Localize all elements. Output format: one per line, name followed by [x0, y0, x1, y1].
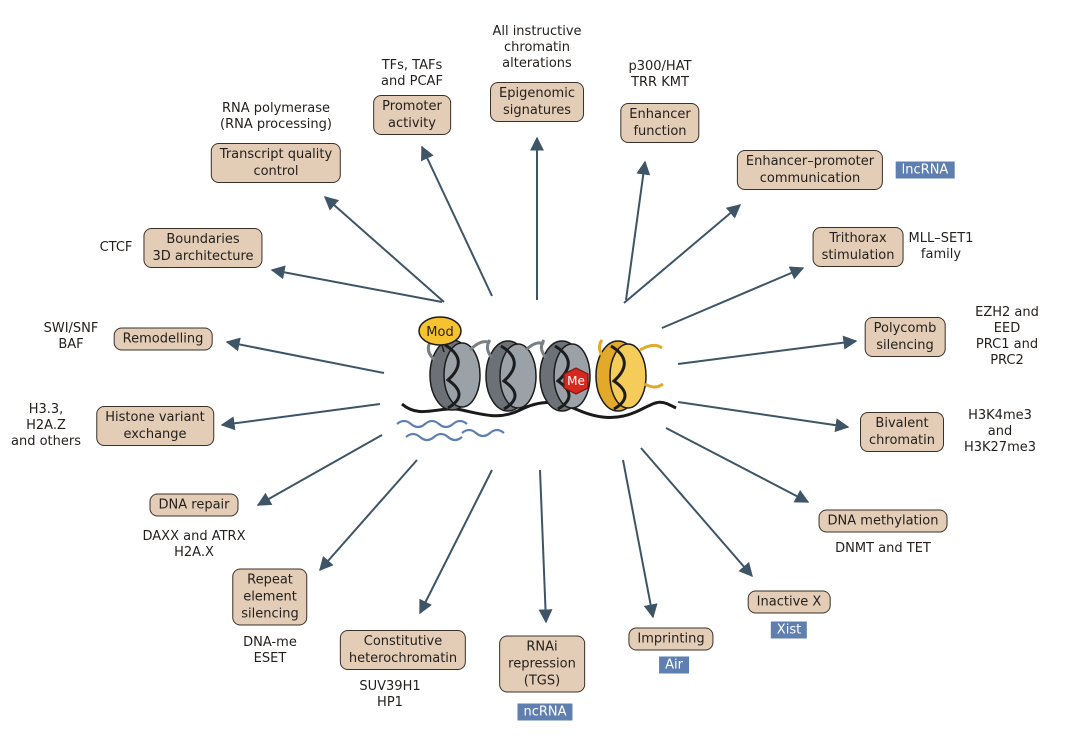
arrow-12	[256, 434, 383, 506]
nucleosome-1	[426, 339, 489, 411]
rna-tag: lncRNA	[895, 161, 955, 179]
function-box: Enhancer function	[620, 103, 700, 143]
protein-note: EZH2 and EED PRC1 and PRC2	[975, 305, 1039, 368]
arrow-5	[677, 401, 850, 433]
protein-note: All instructive chromatin alterations	[492, 24, 582, 71]
arrow-1	[625, 160, 651, 301]
function-box: Imprinting	[628, 627, 714, 651]
protein-note: DNA-me ESET	[243, 635, 297, 666]
rna-tag: Xist	[770, 621, 808, 639]
protein-note: CTCF	[99, 240, 133, 255]
protein-note: MLL–SET1 family	[908, 231, 974, 262]
protein-note: DAXX and ATRX H2A.X	[142, 529, 246, 560]
arrow-14	[225, 337, 385, 374]
mod-text: Mod	[426, 325, 453, 340]
arrow-8	[622, 459, 658, 619]
arrow-4	[677, 335, 858, 365]
function-box: Enhancer–promoter communication	[736, 150, 884, 190]
arrow-11	[319, 459, 418, 572]
function-box: Inactive X	[747, 590, 831, 614]
function-box: RNAi repression (TGS)	[499, 635, 585, 693]
arrow-3	[661, 266, 805, 329]
function-box: Trithorax stimulation	[812, 227, 904, 267]
function-box: Polycomb silencing	[864, 317, 946, 357]
function-box: DNA repair	[149, 493, 239, 517]
arrow-6	[665, 427, 810, 503]
protein-note: H3.3, H2A.Z and others	[11, 402, 81, 449]
arrow-10	[419, 469, 493, 615]
arrow-15	[270, 265, 443, 303]
protein-note: RNA polymerase (RNA processing)	[220, 101, 332, 132]
arrow-2	[623, 204, 742, 304]
protein-note: TFs, TAFs and PCAF	[381, 58, 443, 89]
function-box: Remodelling	[113, 327, 213, 351]
rna-tag: ncRNA	[517, 703, 573, 721]
function-box: Transcript quality control	[210, 143, 342, 183]
nucleosome-4	[595, 339, 664, 412]
protein-note: SWI/SNF BAF	[43, 321, 99, 352]
protein-note: p300/HAT TRR KMT	[628, 59, 692, 90]
rna-tag: Air	[659, 656, 689, 674]
protein-note: DNMT and TET	[835, 541, 931, 556]
arrow-13	[220, 403, 381, 431]
arrow-17	[421, 145, 493, 297]
mod-label: Mod	[418, 316, 462, 353]
function-box: Repeat element silencing	[232, 568, 308, 626]
function-box: Histone variant exchange	[96, 406, 214, 446]
function-box: DNA methylation	[818, 509, 948, 533]
function-box: Bivalent chromatin	[860, 412, 944, 452]
arrow-7	[640, 447, 753, 578]
protein-note: H3K4me3 and H3K27me3	[963, 408, 1037, 455]
function-box: Boundaries 3D architecture	[143, 228, 263, 268]
rna-transcripts	[396, 419, 505, 442]
function-box: Promoter activity	[373, 95, 451, 135]
methyl-label: Me	[563, 367, 589, 395]
function-box: Constitutive heterochromatin	[339, 630, 467, 670]
function-box: Epigenomic signatures	[490, 82, 584, 122]
arrow-16	[323, 196, 445, 303]
arrow-9	[538, 469, 553, 624]
nucleosome-2	[485, 339, 545, 412]
protein-note: SUV39H1 HP1	[359, 679, 421, 710]
me-text: Me	[567, 374, 585, 388]
